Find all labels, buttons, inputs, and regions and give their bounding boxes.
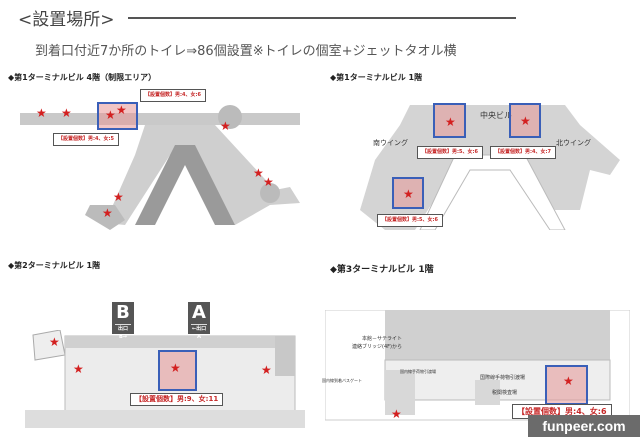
count-label: 【設置個数】男:5、女:6 xyxy=(377,214,443,227)
map-note: 本館－サテライト xyxy=(362,336,403,342)
installation-area-box: ★ xyxy=(392,177,424,209)
installation-area-box: ★ xyxy=(545,365,588,405)
map-heading-t1-1f: ◆第1ターミナルビル 1階 xyxy=(330,73,423,82)
map-note: 国内線手荷物引渡場 xyxy=(400,369,436,374)
star-icon: ★ xyxy=(445,115,456,129)
star-icon: ★ xyxy=(116,103,127,117)
exit-direction: 出口B→ xyxy=(115,324,131,341)
t2-1f-floor-map xyxy=(25,330,305,428)
installation-area-box: ★ xyxy=(158,350,197,391)
count-label: 【設置個数】男:9、女:11 xyxy=(130,393,224,406)
installation-area-box: ★ xyxy=(509,103,541,138)
area-label: 中央ビル xyxy=(480,111,512,120)
area-label: 北ウイング xyxy=(556,139,591,147)
star-icon: ★ xyxy=(253,166,264,180)
exit-direction: ←出口A xyxy=(191,324,207,340)
count-label: 【設置個数】男:4、女:5 xyxy=(53,133,119,146)
subtitle: 到着口付近7か所のトイレ⇒86個設置※トイレの個室+ジェットタオル横 xyxy=(35,44,457,59)
star-icon: ★ xyxy=(102,206,113,220)
star-icon: ★ xyxy=(520,114,531,128)
count-label: 【設置個数】男:4、女:7 xyxy=(490,146,556,159)
map-note: 連絡ブリッジ(4F)から xyxy=(352,344,402,350)
star-icon: ★ xyxy=(113,190,124,204)
gate-letter: A xyxy=(192,302,206,323)
star-icon: ★ xyxy=(391,407,402,421)
gate-letter: B xyxy=(116,302,130,323)
map-note: 税関検査場 xyxy=(492,390,518,396)
area-label: 南ウイング xyxy=(373,139,408,147)
star-icon: ★ xyxy=(36,106,47,120)
star-icon: ★ xyxy=(105,108,116,122)
map-note: 国際線手荷物引渡場 xyxy=(480,375,526,381)
section-title: <設置場所> xyxy=(18,10,115,30)
title-divider xyxy=(128,17,516,19)
count-label: 【設置個数】男:5、女:6 xyxy=(417,146,483,159)
t1-1f-floor-map xyxy=(360,105,620,230)
installation-area-box xyxy=(97,102,138,130)
count-label: 【設置個数】男:4、女:6 xyxy=(140,89,206,102)
map-heading-t2-1f: ◆第2ターミナルビル 1階 xyxy=(8,261,101,270)
star-icon: ★ xyxy=(220,119,231,133)
star-icon: ★ xyxy=(403,187,414,201)
gate-sign-a: A←出口A xyxy=(188,302,210,340)
star-icon: ★ xyxy=(73,362,84,376)
star-icon: ★ xyxy=(563,374,574,388)
star-icon: ★ xyxy=(61,106,72,120)
star-icon: ★ xyxy=(263,175,274,189)
installation-area-box: ★ xyxy=(433,103,466,138)
watermark: funpeer.com xyxy=(528,415,640,437)
t1-4f-floor-map xyxy=(20,105,300,230)
star-icon: ★ xyxy=(261,363,272,377)
star-icon: ★ xyxy=(49,335,60,349)
star-icon: ★ xyxy=(170,361,181,375)
map-heading-t3-1f: ◆第3ターミナルビル 1階 xyxy=(330,265,434,275)
map-heading-t1-4f: ◆第1ターミナルビル 4階（制限エリア） xyxy=(8,73,157,82)
map-note: 国内線到着バスゲート xyxy=(322,378,362,383)
